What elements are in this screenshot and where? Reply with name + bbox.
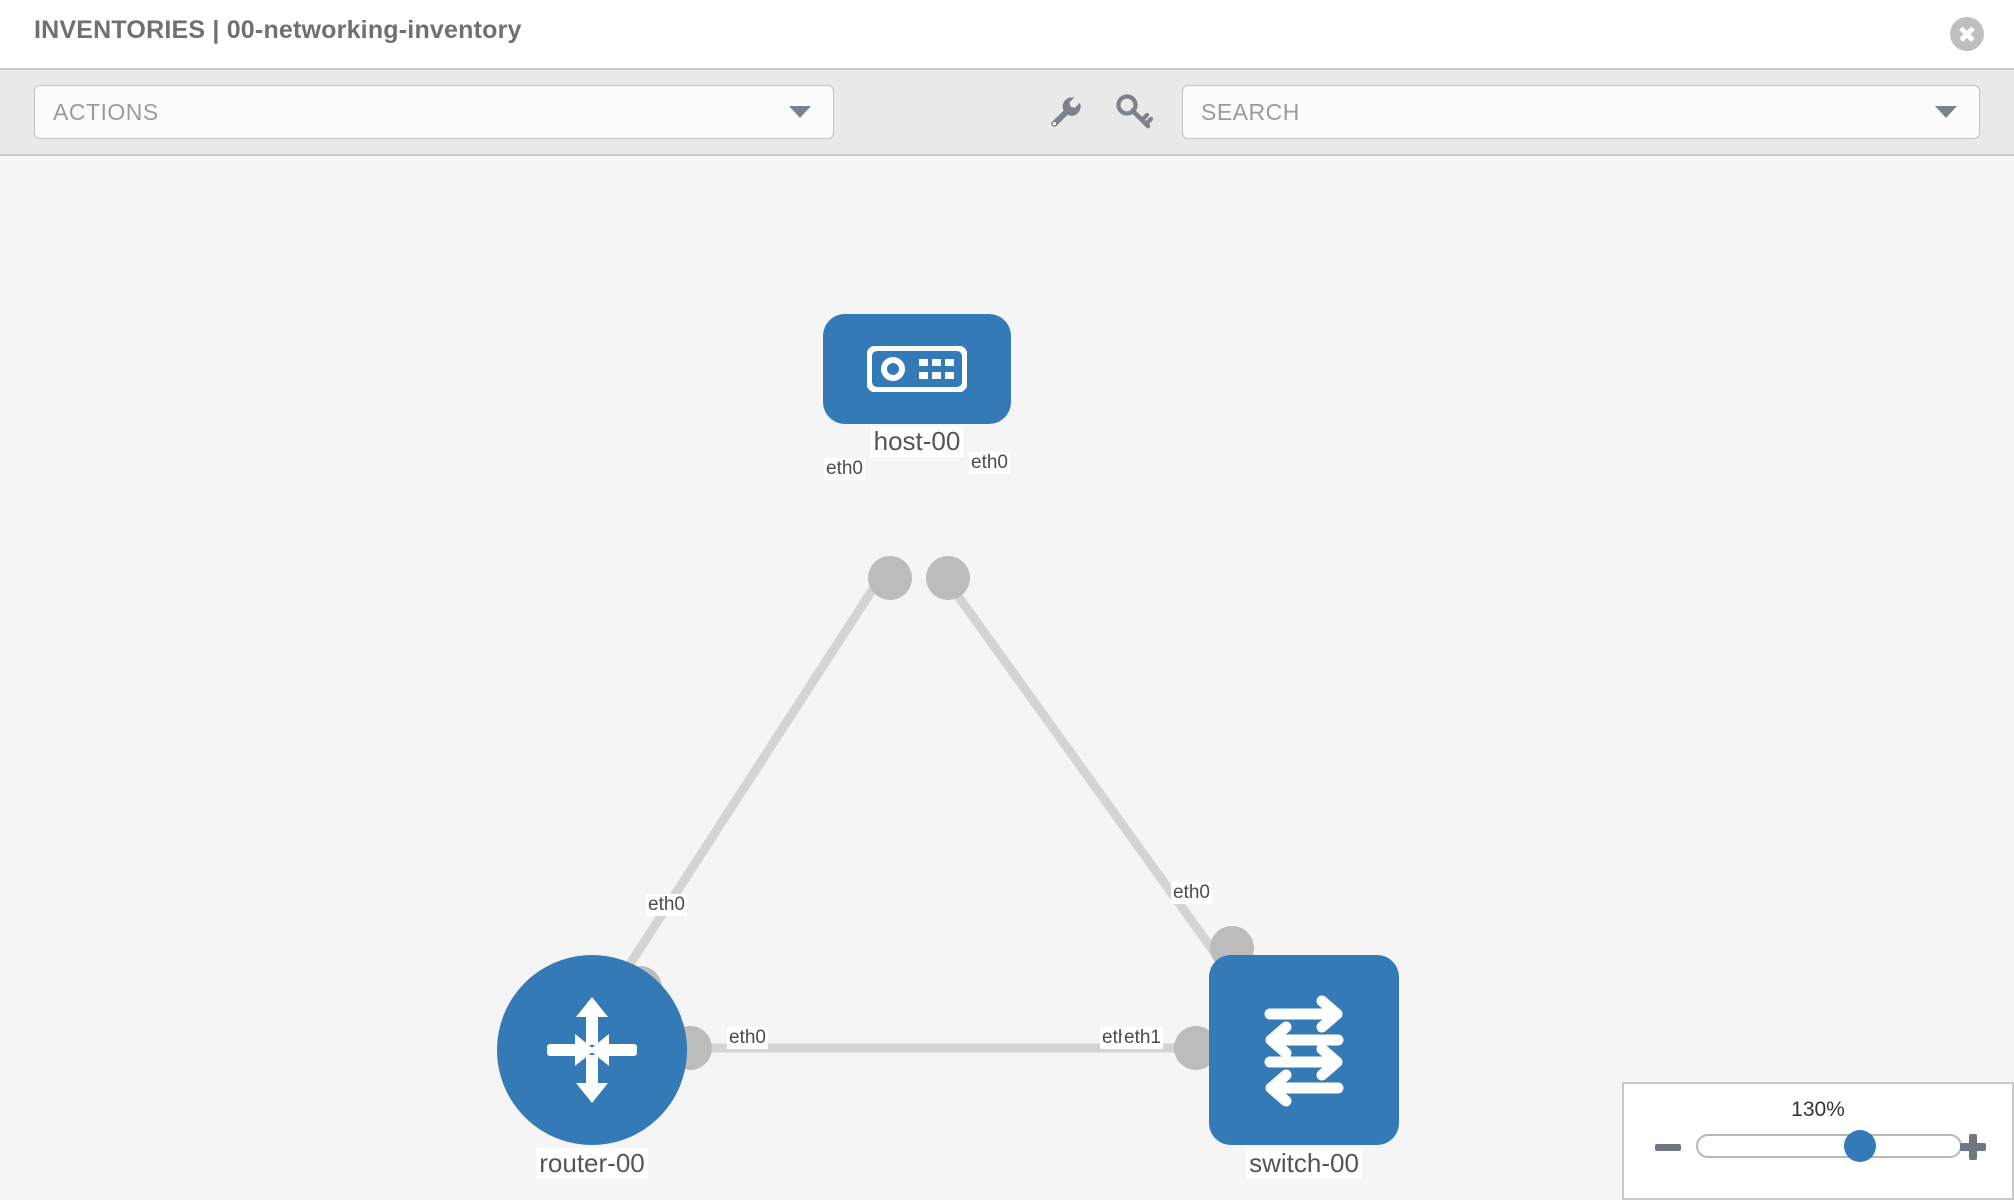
node-label-host-00: host-00: [870, 426, 964, 457]
zoom-slider-thumb[interactable]: [1844, 1130, 1877, 1162]
node-label-switch-00: switch-00: [1246, 1148, 1362, 1179]
port-label-router-up: eth0: [646, 894, 687, 916]
port-stub-switch-left: [1174, 1026, 1218, 1070]
router-arrows-icon: [497, 955, 687, 1145]
link-host-switch: [941, 575, 1244, 991]
zoom-out-button[interactable]: [1653, 1132, 1683, 1162]
server-icon: [823, 314, 1011, 424]
port-label-host-right: eth0: [969, 452, 1010, 474]
node-router-00[interactable]: router-00: [497, 955, 687, 1179]
zoom-control-panel: 130%: [1622, 1082, 2014, 1200]
actions-dropdown-label: ACTIONS: [53, 99, 159, 125]
port-stub-host-right: [926, 556, 970, 600]
topology-canvas[interactable]: host-00 rout: [0, 158, 2014, 1200]
zoom-percent-label: 130%: [1791, 1098, 1845, 1121]
node-host-00[interactable]: host-00: [823, 314, 1011, 457]
toolbar: ACTIONS SEARCH: [0, 68, 2014, 156]
port-label-router-right: eth0: [727, 1027, 768, 1049]
zoom-slider[interactable]: [1696, 1130, 1962, 1162]
search-input[interactable]: SEARCH: [1182, 85, 1980, 139]
chevron-down-icon: [789, 106, 811, 118]
page-header: INVENTORIES | 00-networking-inventory: [0, 0, 2014, 68]
switch-arrows-icon: [1209, 955, 1399, 1145]
actions-dropdown[interactable]: ACTIONS: [34, 85, 834, 139]
port-label-switch-left-b: eth1: [1122, 1027, 1163, 1049]
link-host-router: [591, 575, 884, 1021]
zoom-in-button[interactable]: [1958, 1132, 1988, 1162]
port-label-host-left: eth0: [824, 458, 865, 480]
port-stub-host-left: [868, 556, 912, 600]
key-icon[interactable]: [1110, 88, 1158, 136]
close-icon[interactable]: [1950, 17, 1984, 51]
port-label-switch-up: eth0: [1171, 882, 1212, 904]
search-placeholder: SEARCH: [1201, 99, 1300, 125]
node-switch-00[interactable]: switch-00: [1209, 955, 1399, 1179]
wrench-icon[interactable]: [1042, 88, 1090, 136]
node-label-router-00: router-00: [536, 1148, 648, 1179]
page-title: INVENTORIES | 00-networking-inventory: [34, 16, 522, 44]
chevron-down-icon[interactable]: [1935, 106, 1957, 118]
